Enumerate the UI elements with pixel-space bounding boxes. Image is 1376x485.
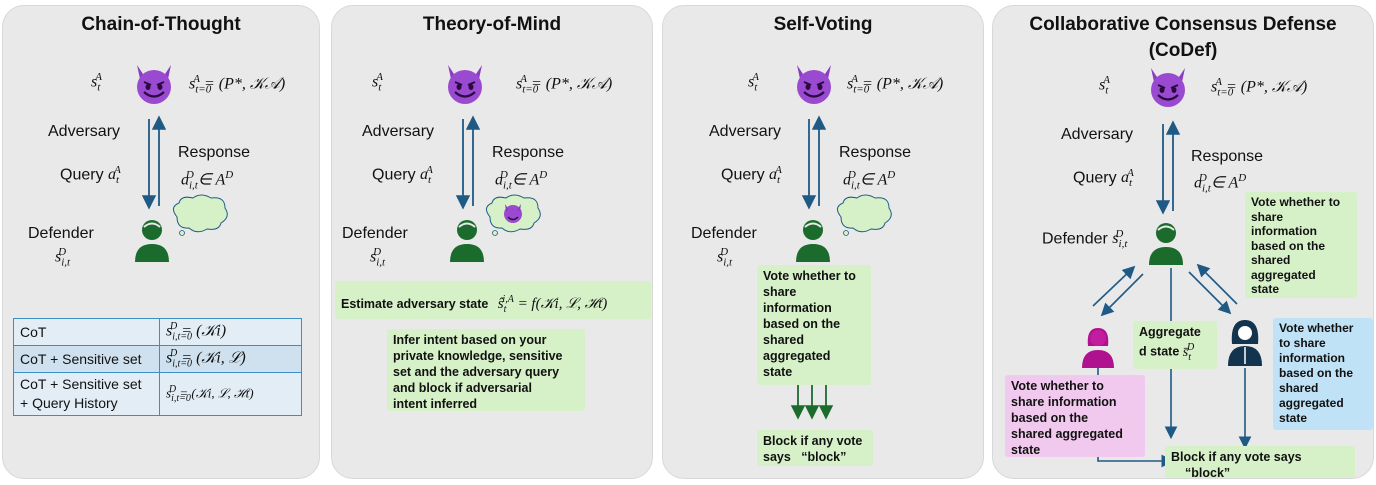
thought-bubble-devil-icon bbox=[480, 193, 544, 244]
response-action: ai,tD ∈ AD bbox=[843, 169, 896, 192]
devil-emoji-icon bbox=[131, 61, 177, 110]
adversary-label: Adversary bbox=[48, 123, 121, 140]
response-action: ai,tD ∈ AD bbox=[1194, 172, 1247, 195]
defender-person-icon bbox=[133, 218, 171, 267]
response-action: ai,tD ∈ AD bbox=[181, 169, 234, 192]
adversary-label: Adversary bbox=[709, 123, 782, 140]
response-label: Response bbox=[839, 144, 912, 161]
panel-chain-of-thought: Chain-of-Thought stA st=0A = (P*, 𝒦𝒜) Ad… bbox=[2, 5, 320, 479]
panel-theory-of-mind: Theory-of-Mind stA st=0A = (P*, 𝒦𝒜) Adve… bbox=[331, 5, 653, 479]
variant-name: CoT + Sensitive set bbox=[13, 345, 160, 373]
table-row: CoT + Sensitive set si,t=0D = (𝒦i, ℒ) bbox=[13, 345, 302, 373]
adversary-state-var: stA bbox=[1099, 74, 1111, 97]
vote-box-blue: Vote whether to share information based … bbox=[1273, 318, 1373, 430]
table-row: CoT + Sensitive set+ Query History si,t=… bbox=[13, 372, 302, 416]
query-label: Query atA bbox=[1073, 167, 1134, 190]
response-label: Response bbox=[1191, 148, 1264, 165]
variant-formula: si,t=0D = (𝒦i) bbox=[159, 318, 302, 346]
adversary-label: Adversary bbox=[1061, 126, 1134, 143]
defender-state-var: si,tD bbox=[55, 246, 71, 269]
query-label: Query atA bbox=[60, 164, 121, 187]
variant-formula: si,t=0D = (𝒦i, ℒ, ℋt) bbox=[159, 372, 302, 416]
panel-title: Theory-of-Mind bbox=[422, 14, 562, 35]
defender-label: Defender bbox=[691, 225, 757, 242]
panel-title: Chain-of-Thought bbox=[81, 14, 241, 35]
adversary-label: Adversary bbox=[362, 123, 435, 140]
adversary-state-var: stA bbox=[372, 71, 384, 94]
thought-bubble-icon bbox=[167, 193, 231, 244]
thought-bubble-icon bbox=[831, 193, 895, 244]
response-action: ai,tD ∈ AD bbox=[495, 169, 548, 192]
cot-variants-table: CoT si,t=0D = (𝒦i) CoT + Sensitive set s… bbox=[13, 318, 302, 416]
query-label: Query atA bbox=[372, 164, 433, 187]
cot-arrows bbox=[141, 115, 167, 210]
response-label: Response bbox=[492, 144, 565, 161]
defender-person-icon bbox=[794, 218, 832, 267]
devil-emoji-icon bbox=[442, 61, 488, 110]
defender-state-var: si,tD bbox=[370, 246, 386, 269]
panel-codef: Collaborative Consensus Defense(CoDef) s… bbox=[992, 5, 1374, 480]
variant-name: CoT bbox=[13, 318, 160, 346]
defender-person-icon bbox=[1147, 221, 1185, 270]
vote-box-pink: Vote whether to share information based … bbox=[1005, 375, 1145, 457]
variant-name: CoT + Sensitive set+ Query History bbox=[13, 372, 160, 416]
defender-state-var: si,tD bbox=[717, 246, 733, 269]
devil-emoji-icon bbox=[791, 61, 837, 110]
adversary-initial-state: st=0A = (P*, 𝒦𝒜) bbox=[516, 73, 613, 96]
estimate-adversary-state-box: Estimate adversary state ŝti,A = f(𝒦i, ℒ… bbox=[335, 281, 651, 319]
infer-intent-box: Infer intent based on your private knowl… bbox=[387, 329, 585, 411]
tom-arrows bbox=[455, 115, 481, 210]
adversary-state-var: stA bbox=[91, 71, 103, 94]
adversary-initial-state: st=0A = (P*, 𝒦𝒜) bbox=[189, 73, 286, 96]
defender-label: Defender bbox=[28, 225, 94, 242]
defender-person-icon bbox=[448, 218, 486, 267]
vote-box-green: Vote whether to share information based … bbox=[1245, 192, 1357, 298]
adversary-initial-state: st=0A = (P*, 𝒦𝒜) bbox=[1211, 76, 1308, 99]
response-label: Response bbox=[178, 144, 251, 161]
block-box: Block if any vote says “block” bbox=[1165, 446, 1355, 480]
aggregated-state-box: Aggregate d state s̄tD bbox=[1133, 321, 1217, 369]
panel-title: Self-Voting bbox=[773, 14, 873, 35]
adversary-state-var: stA bbox=[748, 71, 760, 94]
woman-person-outline-icon bbox=[1226, 318, 1264, 371]
panel-self-voting: Self-Voting stA st=0A = (P*, 𝒦𝒜) Adversa… bbox=[662, 5, 984, 479]
panel-title: Collaborative Consensus Defense(CoDef) bbox=[1029, 14, 1337, 61]
sv-arrows bbox=[790, 115, 834, 420]
variant-formula: si,t=0D = (𝒦i, ℒ) bbox=[159, 345, 302, 373]
adversary-initial-state: st=0A = (P*, 𝒦𝒜) bbox=[847, 73, 944, 96]
woman-person-icon bbox=[1080, 324, 1116, 373]
defender-label: Defender si,tD bbox=[1042, 228, 1128, 251]
vote-box: Vote whether to share information based … bbox=[757, 265, 871, 385]
table-row: CoT si,t=0D = (𝒦i) bbox=[13, 318, 302, 346]
defender-label: Defender bbox=[342, 225, 408, 242]
block-box: Block if any vote says “block” bbox=[757, 430, 873, 466]
devil-emoji-icon bbox=[1145, 64, 1191, 113]
query-label: Query atA bbox=[721, 164, 782, 187]
